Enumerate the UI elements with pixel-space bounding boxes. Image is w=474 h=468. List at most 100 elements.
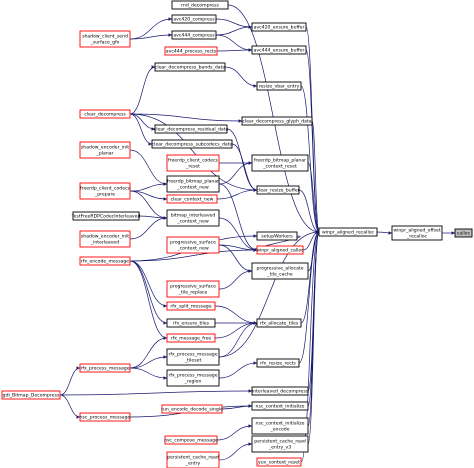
node-label: progressive_surface bbox=[170, 240, 216, 246]
node-label: shadow_encoder_init bbox=[81, 145, 129, 151]
graph-node[interactable]: shadow_client_send_surface_gfx bbox=[79, 30, 131, 48]
edge-n31-n25 bbox=[129, 248, 258, 262]
graph-node[interactable]: progressive_surface_context_new bbox=[166, 236, 220, 254]
graph-node[interactable]: avc444_process_rects bbox=[164, 46, 218, 56]
graph-node[interactable]: winpr_aligned_offset_recalloc bbox=[391, 225, 443, 241]
node-label: shadow_client_send bbox=[82, 34, 128, 40]
node-label: _context_new bbox=[176, 219, 209, 225]
graph-node[interactable]: clear_decompress bbox=[79, 109, 131, 119]
node-label: _recalloc bbox=[406, 234, 428, 240]
edge-n24-n22 bbox=[129, 216, 168, 240]
graph-node[interactable]: rfx_process_message_region bbox=[166, 369, 220, 387]
edge-n40-n38 bbox=[218, 361, 258, 379]
graph-node[interactable]: clear_decompress_bands_data bbox=[154, 62, 226, 72]
graph-node[interactable]: setupWorkers bbox=[256, 231, 298, 241]
edge-n32-n30 bbox=[218, 269, 253, 290]
graph-node[interactable]: rfx_process_message_tileset bbox=[166, 348, 220, 366]
graph-node[interactable]: shadow_encoder_init_planar bbox=[79, 141, 131, 159]
node-box bbox=[166, 318, 216, 328]
edge-n38-n26 bbox=[298, 230, 320, 364]
node-box bbox=[166, 236, 220, 254]
graph-node[interactable]: persistent_cache_read_entry bbox=[166, 451, 220, 468]
graph-node[interactable]: freerdp_client_codecs_prepare bbox=[79, 182, 131, 200]
graph-node[interactable]: clear_resize_buffer bbox=[256, 185, 300, 195]
node-box bbox=[251, 154, 309, 172]
edge-n20-n19 bbox=[216, 188, 258, 200]
edge-n10-n12 bbox=[129, 113, 156, 131]
edge-n31-n36 bbox=[129, 260, 168, 340]
graph-node[interactable]: winpr_aligned_calloc bbox=[256, 245, 304, 255]
edge-n10-n19 bbox=[129, 113, 258, 192]
node-label: freerdp_client_codecs bbox=[80, 186, 131, 192]
graph-node[interactable]: resize_vbar_entry bbox=[256, 81, 302, 91]
node-label: rfx_encode_message bbox=[81, 259, 129, 265]
graph-node[interactable]: TestFreeRDPCodecInterleaved bbox=[71, 211, 141, 221]
graph-node[interactable]: avc420_compress bbox=[171, 14, 217, 24]
node-label: rfx_process_message bbox=[168, 373, 217, 379]
graph-node[interactable]: persistent_cache_read_entry_v3 bbox=[251, 435, 309, 453]
node-box bbox=[79, 109, 131, 119]
edge-n2-n5 bbox=[215, 18, 253, 29]
graph-node[interactable]: rfx_resize_rects bbox=[256, 358, 300, 368]
graph-node[interactable]: freerdp_bitmap_planar_context_reset bbox=[251, 154, 309, 172]
edge-n3-n4 bbox=[129, 33, 173, 40]
graph-node[interactable]: calloc bbox=[454, 228, 473, 238]
graph-node[interactable]: yuv_context_reset bbox=[256, 457, 302, 467]
node-label: clear_decompress bbox=[84, 112, 126, 118]
graph-node[interactable]: rfx_process_message bbox=[79, 363, 131, 373]
graph-node[interactable]: clear_context_new bbox=[166, 194, 218, 204]
graph-node[interactable]: freerdp_bitmap_planar_context_new bbox=[166, 175, 220, 193]
graph-node[interactable]: nsc_process_message bbox=[79, 412, 131, 422]
node-label: clear_decompress_glyph_data bbox=[242, 119, 311, 125]
graph-node[interactable]: rfx_encode_message bbox=[79, 256, 131, 266]
graph-node[interactable]: clear_decompress_residual_data bbox=[154, 124, 229, 134]
node-label: rfx_process_message bbox=[80, 366, 129, 372]
node-label: clear_decompress_bands_data bbox=[155, 65, 226, 71]
node-box bbox=[79, 412, 131, 422]
edge-n37-n26 bbox=[218, 230, 320, 358]
graph-node[interactable]: run_encode_decode_single bbox=[161, 404, 223, 414]
node-label: rfx_split_message bbox=[170, 304, 211, 310]
node-label: _planar bbox=[96, 151, 114, 157]
node-label: clear_decompress_subcodecs_data bbox=[152, 142, 233, 148]
node-label: clear_resize_buffer bbox=[256, 188, 299, 194]
node-label: interleaved_decompress bbox=[252, 389, 309, 395]
graph-node[interactable]: avc444_compress bbox=[171, 30, 217, 40]
graph-node[interactable]: avc420_ensure_buffer bbox=[251, 22, 307, 32]
graph-node[interactable]: bitmap_interleaved_context_new bbox=[166, 209, 220, 227]
graph-node[interactable]: progressive_surface_tile_replace bbox=[166, 280, 220, 298]
edge-n17-n18 bbox=[129, 182, 168, 192]
graph-node[interactable]: rfx_allocate_tiles bbox=[256, 318, 302, 328]
edge-n41-n39 bbox=[59, 366, 81, 396]
graph-node[interactable]: rnd_decompress bbox=[171, 0, 229, 10]
node-box bbox=[164, 46, 218, 56]
node-label: _encode bbox=[269, 427, 289, 433]
graph-node[interactable]: freerdp_client_codecs_reset bbox=[166, 154, 220, 172]
graph-node[interactable]: rfx_message_free bbox=[166, 333, 216, 343]
node-box bbox=[154, 124, 228, 134]
graph-node[interactable]: clear_decompress_glyph_data bbox=[241, 116, 313, 126]
graph-node[interactable]: clear_decompress_subcodecs_data bbox=[151, 139, 233, 149]
graph-node[interactable]: gdi_Bitmap_Decompress bbox=[1, 390, 61, 400]
node-box bbox=[1, 390, 61, 400]
graph-node[interactable]: rfx_split_message bbox=[166, 301, 216, 311]
graph-node[interactable]: rfx_ensure_tiles bbox=[166, 318, 216, 328]
node-label: _entry bbox=[185, 461, 201, 467]
graph-node[interactable]: avc444_ensure_buffer bbox=[251, 45, 307, 55]
node-box bbox=[166, 280, 220, 298]
graph-node[interactable]: progressive_allocate_tile_cache bbox=[251, 262, 309, 280]
graph-node[interactable]: interleaved_decompress bbox=[251, 386, 309, 396]
edge-n10-n13 bbox=[129, 113, 153, 146]
graph-node[interactable]: nsc_context_initialize_encode bbox=[251, 417, 309, 435]
graph-node[interactable]: nsc_compose_message bbox=[164, 435, 218, 445]
graph-node[interactable]: winpr_aligned_recalloc bbox=[318, 227, 378, 237]
node-label: TestFreeRDPCodecInterleaved bbox=[71, 214, 141, 220]
graph-node[interactable]: shadow_encoder_init_interleaved bbox=[79, 230, 131, 248]
node-label: freerdp_client_codecs bbox=[168, 158, 219, 164]
node-label: yuv_context_reset bbox=[258, 460, 300, 466]
graph-node[interactable]: nsc_context_initialize bbox=[251, 401, 309, 411]
node-label: gdi_Bitmap_Decompress bbox=[3, 393, 60, 399]
edge-n31-n33 bbox=[129, 260, 168, 308]
node-box bbox=[79, 30, 131, 48]
